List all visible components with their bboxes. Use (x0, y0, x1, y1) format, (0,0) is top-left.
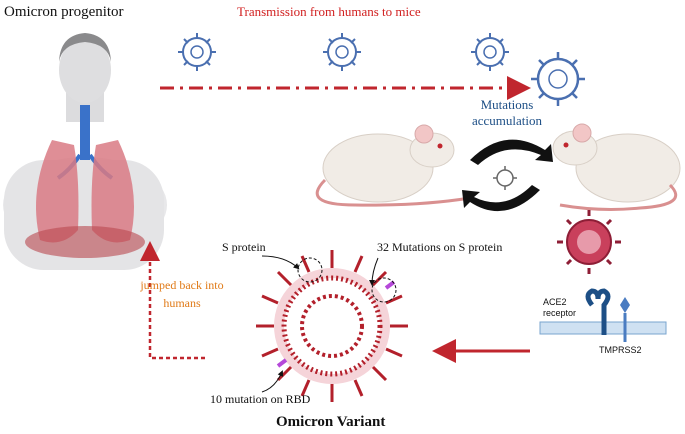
cycle-arrows (462, 139, 553, 212)
mouse-right-icon (552, 123, 681, 211)
mouse-left-icon (315, 124, 471, 207)
virus-icon-large (531, 52, 585, 106)
omicron-virus-right-icon (557, 210, 621, 274)
leader-lines (261, 255, 379, 393)
small-virus-icon (493, 166, 517, 190)
ace2-label: ACE2 receptor (543, 297, 577, 318)
jumped-back-arrow (140, 241, 205, 360)
virus-icon-1 (178, 33, 216, 71)
diagram-title: Omicron progenitor (4, 4, 124, 20)
tmprss2-label: TMPRSS2 (599, 345, 642, 355)
mutations-accumulation-label: Mutations accumulation (471, 97, 543, 128)
jumped-back-label: jumped back into humans (140, 278, 224, 310)
mutations-32-label: 32 Mutations on S protein (377, 240, 503, 254)
omicron-variant-label: Omicron Variant (276, 414, 386, 430)
human-figure-icon (3, 33, 167, 270)
omicron-variant-icon (256, 250, 408, 402)
virus-icon-2 (323, 33, 361, 71)
mutation-rbd-label: 10 mutation on RBD (210, 392, 311, 406)
transmission-label: Transmission from humans to mice (237, 4, 421, 19)
virus-icon-3 (471, 33, 509, 71)
membrane-icon (539, 288, 667, 342)
s-protein-label: S protein (222, 240, 266, 254)
